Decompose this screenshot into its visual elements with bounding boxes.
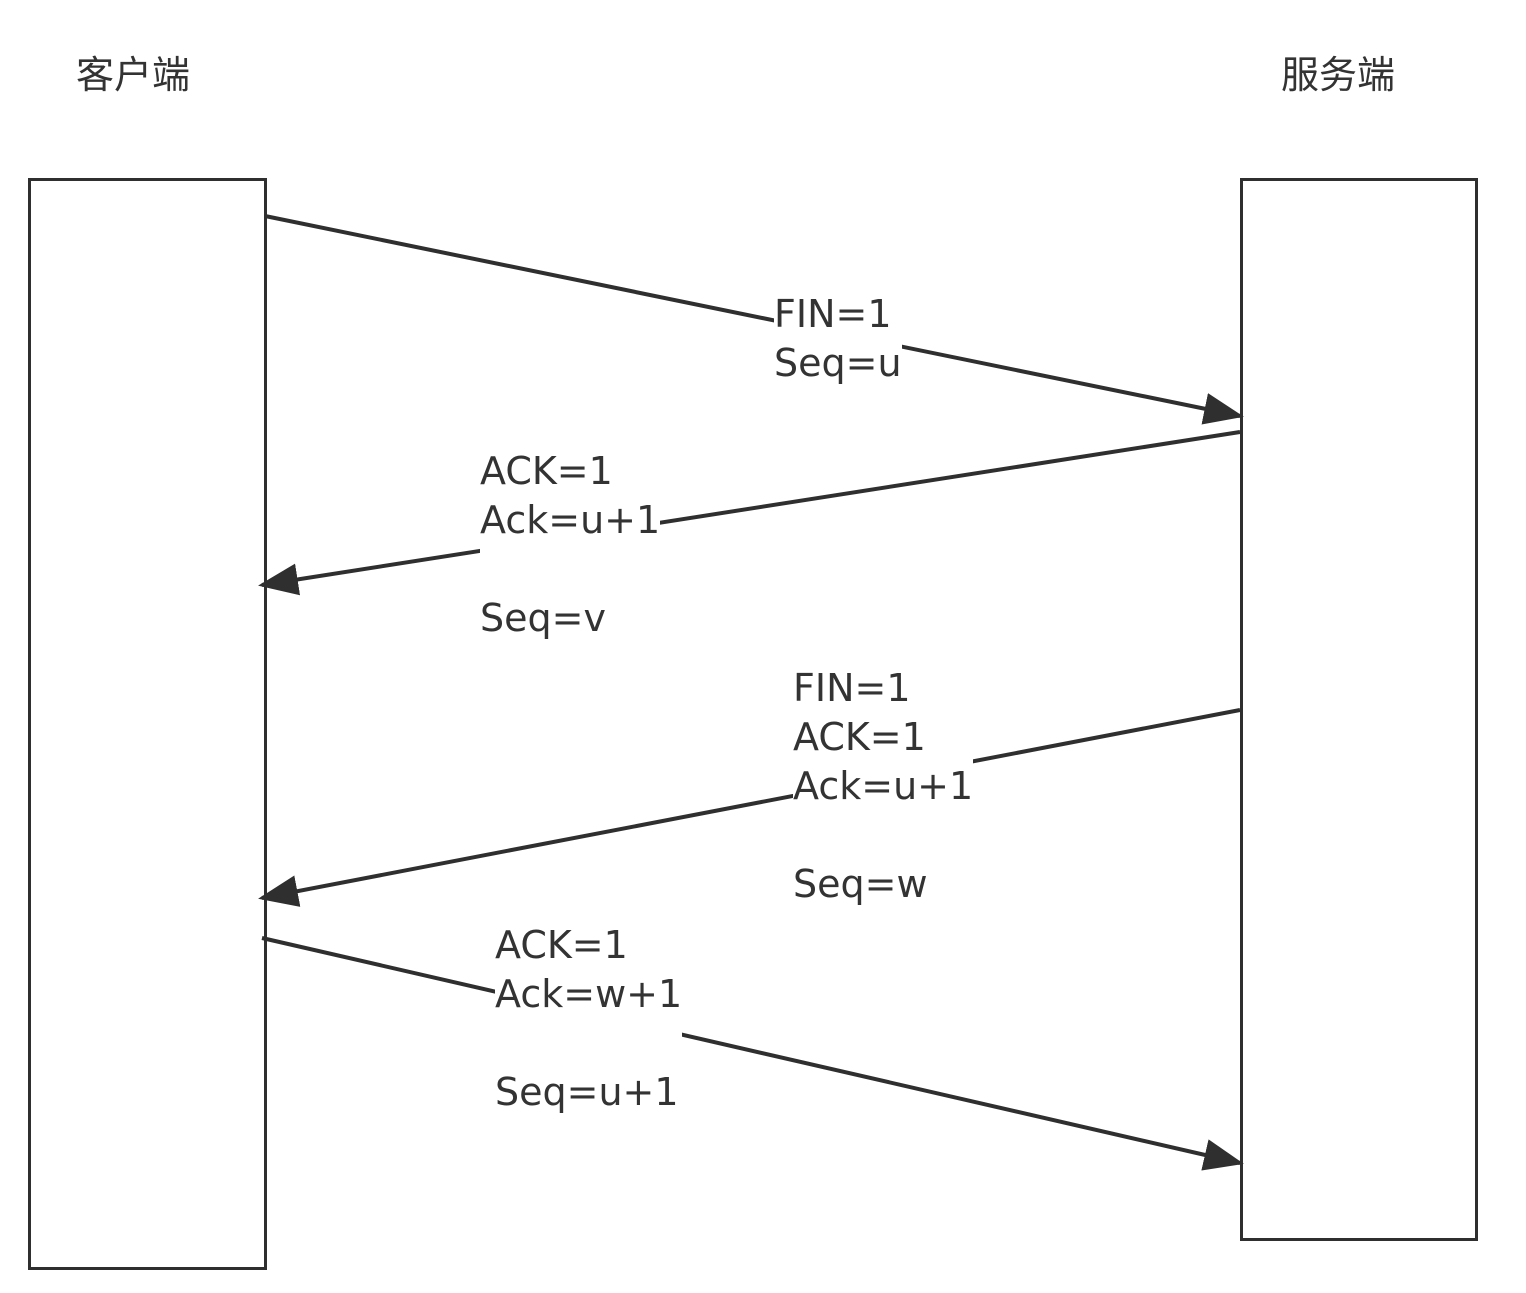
label-line: Seq=w	[793, 862, 928, 906]
message-label-3: FIN=1 ACK=1 Ack=u+1 Seq=w	[793, 664, 974, 909]
label-line	[480, 545, 660, 594]
client-lifeline-box	[28, 178, 267, 1270]
label-line: Ack=u+1	[793, 764, 974, 808]
message-label-2: ACK=1 Ack=u+1 Seq=v	[480, 447, 661, 643]
label-line: Ack=w+1	[495, 972, 683, 1016]
message-arrow-1	[264, 214, 1244, 425]
label-line: FIN=1	[793, 666, 911, 710]
label-line: Ack=u+1	[480, 498, 661, 542]
message-arrow-2	[258, 430, 1241, 596]
label-line: Seq=u+1	[495, 1070, 679, 1114]
label-line: ACK=1	[495, 923, 628, 967]
server-lifeline-box	[1240, 178, 1478, 1241]
message-arrow-3	[258, 708, 1241, 907]
message-label-4: ACK=1 Ack=w+1 Seq=u+1	[495, 921, 683, 1117]
label-line	[495, 1019, 682, 1068]
label-line: Seq=v	[480, 596, 606, 640]
client-title: 客户端	[76, 53, 191, 97]
label-line: ACK=1	[793, 715, 926, 759]
message-arrow-4	[261, 936, 1244, 1171]
label-line	[793, 811, 973, 860]
label-line: Seq=u	[774, 341, 902, 385]
server-title: 服务端	[1281, 53, 1396, 97]
label-line: ACK=1	[480, 449, 613, 493]
label-line: FIN=1	[774, 292, 892, 336]
message-label-1: FIN=1 Seq=u	[774, 290, 902, 388]
